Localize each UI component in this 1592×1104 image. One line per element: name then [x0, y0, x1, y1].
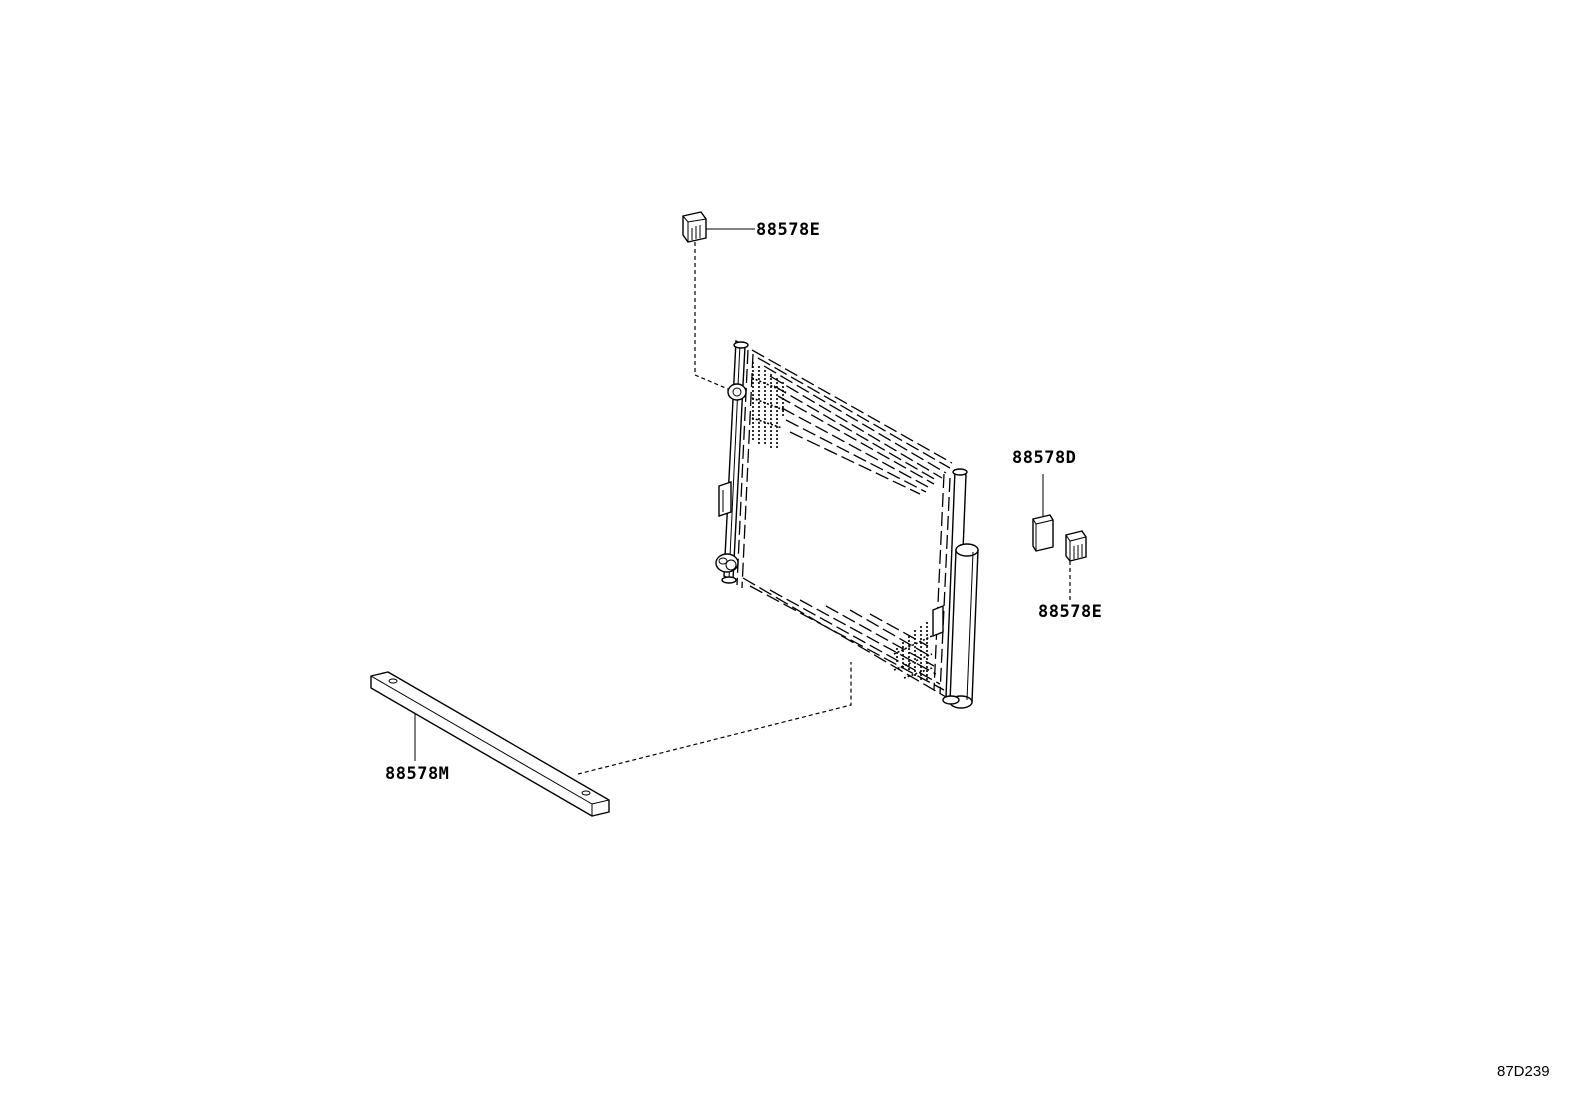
- right-clip-part: [1065, 530, 1087, 562]
- top-clip-part: [682, 211, 707, 243]
- callout-88578D: 88578D: [1012, 448, 1077, 468]
- condenser-part: [715, 339, 979, 709]
- right-bracket-part: [1032, 514, 1054, 552]
- lower-seal-part: [370, 671, 610, 817]
- top-clip-dashed-guide: [694, 242, 736, 393]
- figure-code: 87D239: [1497, 1063, 1550, 1080]
- callout-88578M: 88578M: [385, 764, 450, 784]
- lower-seal-dashed-guide: [577, 662, 852, 775]
- callout-88578E-right: 88578E: [1038, 602, 1103, 622]
- callout-88578E-top: 88578E: [756, 220, 821, 240]
